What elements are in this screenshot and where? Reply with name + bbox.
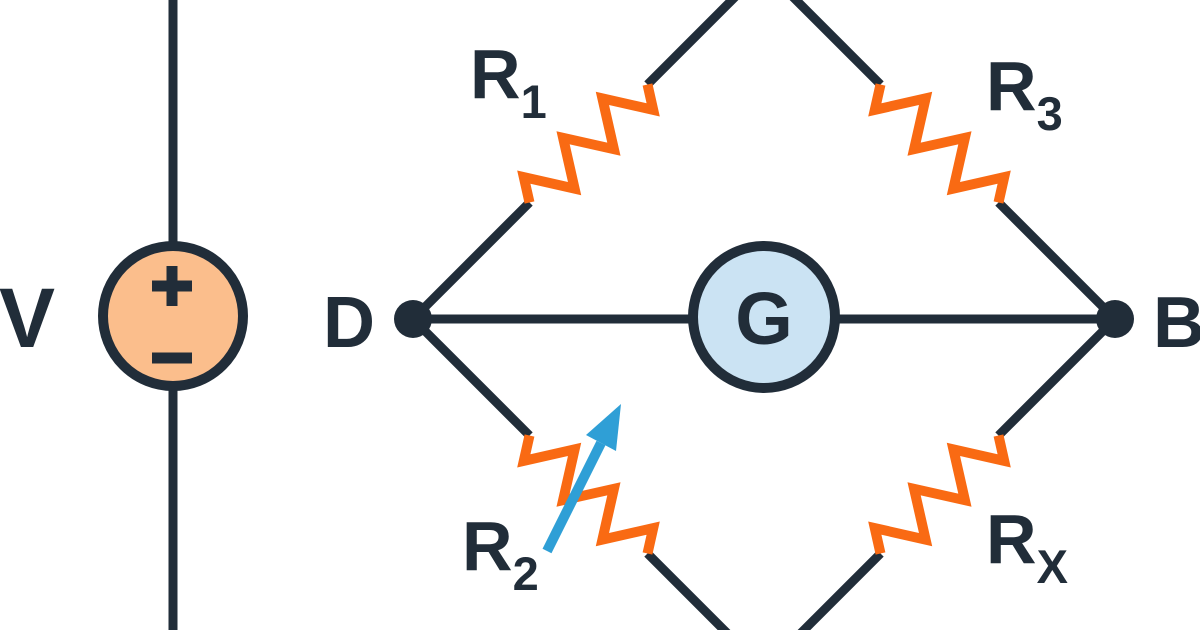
galvanometer-circle: [688, 241, 840, 393]
resistor-r2-zigzag: [517, 434, 660, 555]
wire-rx-to-b: [995, 315, 1119, 439]
plus-sign-icon: [152, 266, 192, 306]
wire-r1-to-top: [644, 0, 739, 88]
wire-bottom-to-rx: [797, 550, 884, 630]
rx-label: RX: [986, 500, 1068, 593]
node-b-label: B: [1153, 283, 1200, 363]
variable-resistor-arrow-shaft: [542, 440, 606, 554]
r1-label-base: R: [470, 35, 521, 113]
resistor-r3-zigzag: [868, 83, 1011, 204]
node-d-label: D: [323, 283, 375, 363]
rx-label-subscript: X: [1037, 540, 1068, 593]
voltage-source-circle: [98, 241, 248, 391]
wire-d-to-r2: [409, 315, 533, 439]
r2-label-base: R: [462, 507, 513, 585]
rx-label-base: R: [986, 500, 1037, 578]
variable-resistor-arrow-head-icon: [586, 404, 621, 451]
resistor-rx-zigzag: [868, 434, 1011, 555]
r3-label-base: R: [986, 47, 1037, 125]
galvanometer-label: G: [735, 277, 793, 360]
r2-label-subscript: 2: [513, 547, 539, 600]
wire-r2-to-bottom: [644, 550, 731, 630]
r3-label: R3: [986, 47, 1063, 140]
node-d-dot: [394, 300, 432, 338]
wire-d-to-r1: [409, 199, 533, 323]
resistor-r1-zigzag: [517, 83, 660, 204]
r1-label-subscript: 1: [521, 75, 547, 128]
r3-label-subscript: 3: [1037, 87, 1063, 140]
r1-label: R1: [470, 35, 547, 128]
r2-label: R2: [462, 507, 539, 600]
wire-top-to-r3: [789, 0, 884, 88]
node-b-dot: [1096, 300, 1134, 338]
wire-r3-to-b: [995, 199, 1119, 323]
voltage-source-label: V: [0, 271, 55, 365]
